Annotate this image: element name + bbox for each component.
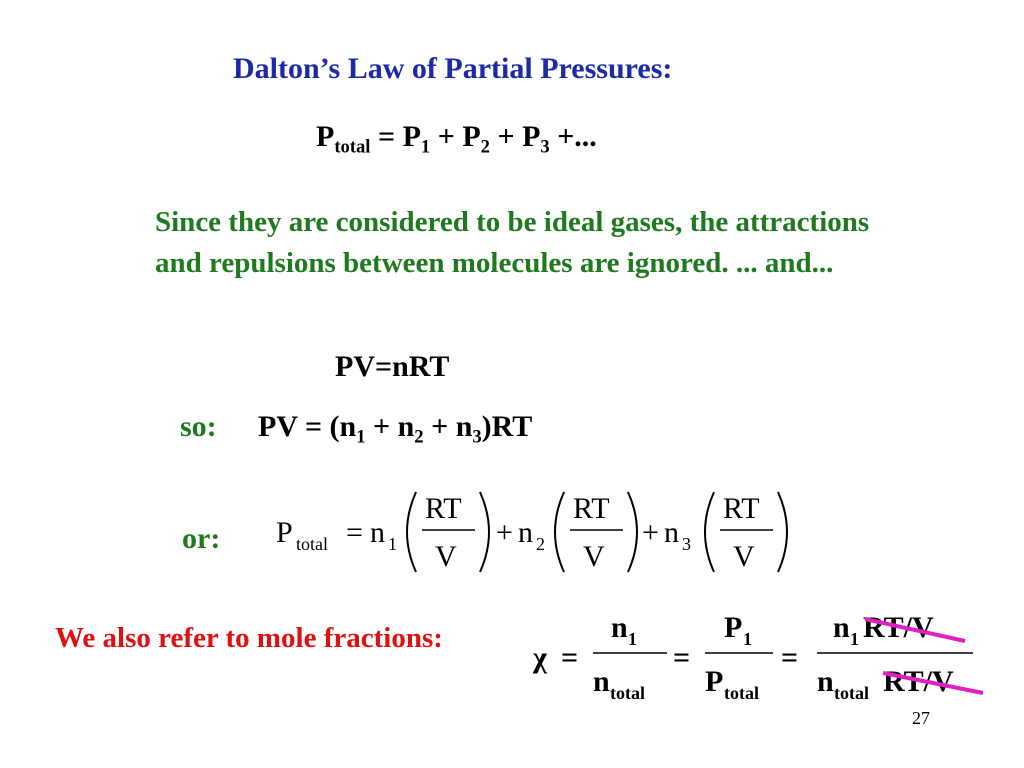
total-pressure-formula: Ptotal = P1 + P2 + P3 +...	[316, 120, 597, 156]
paren-left-3	[704, 491, 715, 573]
so-eq-sub-3: 3	[472, 426, 482, 448]
p2-base: P	[462, 120, 481, 153]
p2-sub: 2	[480, 136, 490, 158]
or-eq-n1-sub: 1	[388, 534, 397, 554]
p3-sub: 3	[540, 136, 550, 158]
or-eq-rt-1: RT	[425, 492, 462, 525]
plus-sign-2: +	[489, 120, 523, 153]
or-eq-v-2: V	[583, 540, 605, 573]
p-total-base: P	[316, 120, 335, 153]
ideal-gas-law: PV=nRT	[335, 350, 450, 383]
mf-num-n: n	[611, 611, 628, 644]
mf-equals-3: =	[781, 641, 798, 674]
or-eq-p: P	[276, 516, 293, 549]
so-eq-plus-1: + n	[365, 410, 415, 443]
mf-num-p-sub: 1	[743, 629, 752, 649]
partial-pressure-equation: P total = n 1 RT V + n 2 RT V + n 3 RT V	[276, 491, 788, 573]
so-equation: PV = (n1 + n2 + n3)RT	[258, 410, 533, 446]
or-eq-equals: =	[346, 516, 363, 549]
formula-tail: +...	[549, 120, 597, 153]
mole-fraction-label: We also refer to mole fractions:	[55, 622, 443, 654]
or-eq-n3: n	[664, 516, 679, 549]
so-eq-plus-2: + n	[423, 410, 473, 443]
mf-den3-n-sub: total	[834, 683, 869, 703]
mf-num3-n-sub: 1	[850, 629, 859, 649]
or-eq-v-1: V	[435, 540, 457, 573]
p1-sub: 1	[420, 136, 431, 158]
paren-left-2	[554, 491, 565, 573]
mf-num-p: P	[724, 611, 742, 644]
so-eq-tail: )RT	[481, 410, 533, 443]
slide-title: Dalton’s Law of Partial Pressures:	[233, 52, 673, 85]
plus-sign-1: +	[430, 120, 463, 153]
mf-num3-n: n	[833, 611, 850, 644]
mf-den-p-sub: total	[724, 683, 759, 703]
page-number: 27	[912, 708, 930, 728]
mf-num-n-sub: 1	[628, 629, 637, 649]
ideal-gas-note: Since they are considered to be ideal ga…	[155, 206, 870, 279]
mf-den-p: P	[705, 665, 723, 698]
mf-equals-1: =	[561, 641, 578, 674]
equals-sign: =	[370, 120, 403, 153]
or-eq-total-sub: total	[296, 534, 328, 554]
or-eq-plus-1: +	[496, 516, 513, 549]
p3-base: P	[522, 120, 541, 153]
paren-left-1	[406, 491, 417, 573]
or-eq-rt-2: RT	[573, 492, 610, 525]
or-eq-plus-2: +	[642, 516, 659, 549]
paren-right-3	[777, 491, 788, 573]
p-total-sub: total	[334, 136, 371, 158]
chi-symbol: χ	[532, 641, 548, 674]
or-eq-n3-sub: 3	[682, 534, 691, 554]
or-eq-n2: n	[518, 516, 533, 549]
so-eq-sub-1: 1	[356, 426, 366, 448]
so-label: so:	[180, 410, 217, 443]
or-eq-rt-3: RT	[723, 492, 760, 525]
paren-right-2	[627, 491, 638, 573]
mf-equals-2: =	[673, 641, 690, 674]
p1-base: P	[402, 120, 421, 153]
or-eq-v-3: V	[733, 540, 755, 573]
or-eq-n2-sub: 2	[536, 534, 545, 554]
cancel-strike-numerator	[864, 617, 966, 643]
or-label: or:	[182, 522, 221, 555]
or-eq-n1: n	[370, 516, 385, 549]
mf-den-n-sub: total	[610, 683, 645, 703]
so-eq-lhs: PV = (n	[258, 410, 357, 443]
mf-den-n: n	[593, 665, 610, 698]
so-eq-sub-2: 2	[414, 426, 424, 448]
paren-right-1	[479, 491, 490, 573]
mf-den3-n: n	[817, 665, 834, 698]
mole-fraction-equation: χ = n 1 n total = P 1 P total = n 1 RT/V…	[532, 611, 984, 703]
cancel-strike-denominator	[882, 671, 984, 695]
